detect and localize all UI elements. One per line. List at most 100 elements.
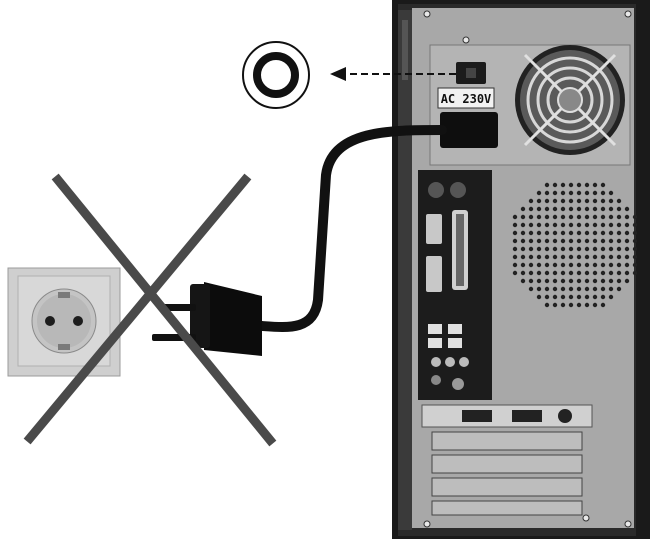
vent-hole [633,215,637,219]
vent-hole [553,271,557,275]
vga-port [426,256,442,292]
vent-hole [545,207,549,211]
vent-hole [569,215,573,219]
vent-hole [593,183,597,187]
vent-hole [593,191,597,195]
vent-hole [609,199,613,203]
vent-hole [633,271,637,275]
vent-hole [537,263,541,267]
vent-hole [569,247,573,251]
vent-hole [601,303,605,307]
vent-hole [537,287,541,291]
vent-hole [633,231,637,235]
vent-hole [593,287,597,291]
vent-hole [569,223,573,227]
vent-hole [529,263,533,267]
vent-hole [577,295,581,299]
vent-hole [553,215,557,219]
vent-hole [561,303,565,307]
vent-hole [585,255,589,259]
vent-hole [601,191,605,195]
vent-hole [537,191,541,195]
vent-hole [545,287,549,291]
vent-hole [553,239,557,243]
vent-hole [625,271,629,275]
vent-hole [513,263,517,267]
vent-hole [537,271,541,275]
vent-hole [617,223,621,227]
pc-case: AC 230V [392,0,650,539]
vent-hole [609,247,613,251]
vent-hole [601,247,605,251]
vent-hole [569,295,573,299]
vent-hole [577,239,581,243]
vent-hole [577,215,581,219]
vent-hole [513,223,517,227]
vent-hole [553,303,557,307]
vent-hole [569,271,573,275]
vent-hole [617,231,621,235]
vent-hole [569,279,573,283]
vent-hole [617,263,621,267]
vent-hole [521,215,525,219]
vent-hole [617,279,621,283]
vent-hole [561,263,565,267]
power-off-symbol [243,42,309,108]
vent-hole [585,231,589,235]
vent-hole [601,255,605,259]
vent-hole [561,183,565,187]
vent-hole [529,239,533,243]
vent-hole [585,295,589,299]
vent-hole [593,215,597,219]
vent-hole [569,287,573,291]
power-inlet[interactable] [440,112,498,148]
vent-hole [529,231,533,235]
vent-hole [569,263,573,267]
vent-hole [545,263,549,267]
vent-hole [609,271,613,275]
vent-hole [585,247,589,251]
vent-hole [593,231,597,235]
vent-hole [553,255,557,259]
vent-hole [553,191,557,195]
vent-hole [537,207,541,211]
vent-hole [585,239,589,243]
vent-hole [609,255,613,259]
vent-hole [601,199,605,203]
vent-hole [537,223,541,227]
vent-hole [553,231,557,235]
vent-hole [569,255,573,259]
vent-hole [537,231,541,235]
vent-hole [609,287,613,291]
vent-hole [561,239,565,243]
vent-hole [593,207,597,211]
vent-hole [585,271,589,275]
vent-hole [553,247,557,251]
vent-hole [561,295,565,299]
vent-hole [529,247,533,251]
vent-hole [577,207,581,211]
vent-hole [553,199,557,203]
vent-hole [633,247,637,251]
vent-hole [625,263,629,267]
vent-hole [577,263,581,267]
vent-hole [577,199,581,203]
vent-hole [513,215,517,219]
vent-hole [537,199,541,203]
vent-hole [521,207,525,211]
vent-hole [529,199,533,203]
vent-hole [609,191,613,195]
vent-hole [633,239,637,243]
vent-hole [529,287,533,291]
vent-hole [609,279,613,283]
vent-hole [577,303,581,307]
psu-fan [515,45,625,155]
vent-hole [513,231,517,235]
vent-hole [521,263,525,267]
vent-hole [601,287,605,291]
vent-hole [553,287,557,291]
vent-hole [537,215,541,219]
vent-hole [609,207,613,211]
vent-hole [561,207,565,211]
vent-hole [561,231,565,235]
